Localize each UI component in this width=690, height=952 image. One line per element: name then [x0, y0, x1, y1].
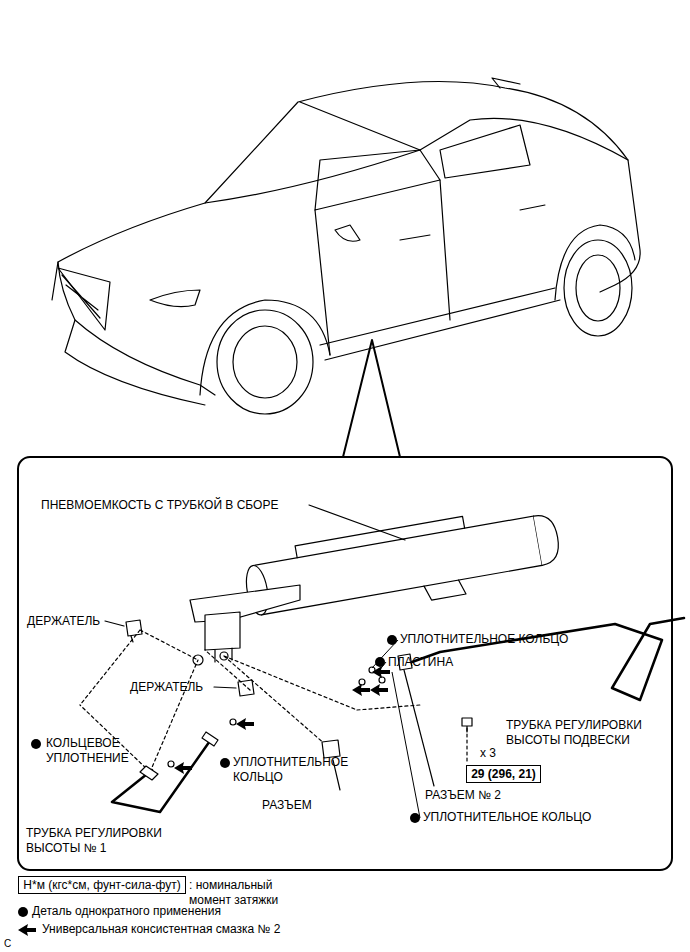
torque-legend-box: Н*м (кгс*см, фунт-сила-фут) — [18, 876, 186, 894]
part-label: УПЛОТНИТЕЛЬНОЕ КОЛЬЦО — [423, 810, 591, 825]
part-label: ДЕРЖАТЕЛЬ — [130, 680, 203, 695]
part-label: УПЛОТНИТЕЛЬНОЕ КОЛЬЦО — [400, 632, 568, 647]
part-label: УПЛОТНИТЕЛЬНОЕ КОЛЬЦО — [233, 755, 363, 785]
part-label: ТРУБКА РЕГУЛИРОВКИ ВЫСОТЫ ПОДВЕСКИ — [506, 718, 676, 748]
legend-text: : номинальный момент затяжки — [189, 878, 304, 908]
legend-text: Универсальная консистентная смазка № 2 — [42, 922, 280, 937]
part-label: РАЗЪЕМ № 2 — [425, 788, 501, 803]
part-label: ДЕРЖАТЕЛЬ — [27, 614, 100, 629]
part-label: x 3 — [480, 746, 496, 761]
box-text: 29 (296, 21) — [471, 767, 536, 781]
torque-box: 29 (296, 21) — [466, 765, 541, 783]
box-text: Н*м (кгс*см, фунт-сила-фут) — [23, 878, 180, 892]
part-label: РАЗЪЕМ — [262, 798, 312, 813]
figure-code: C — [4, 936, 11, 951]
legend-text: Деталь однократного применения — [32, 904, 221, 919]
part-label: ПНЕВМОЕМКОСТЬ С ТРУБКОЙ В СБОРЕ — [41, 498, 278, 513]
part-label: ТРУБКА РЕГУЛИРОВКИ ВЫСОТЫ № 1 — [26, 826, 191, 856]
part-label: КОЛЬЦЕВОЕ УПЛОТНЕНИЕ — [46, 736, 166, 766]
part-label: ПЛАСТИНА — [388, 655, 453, 670]
